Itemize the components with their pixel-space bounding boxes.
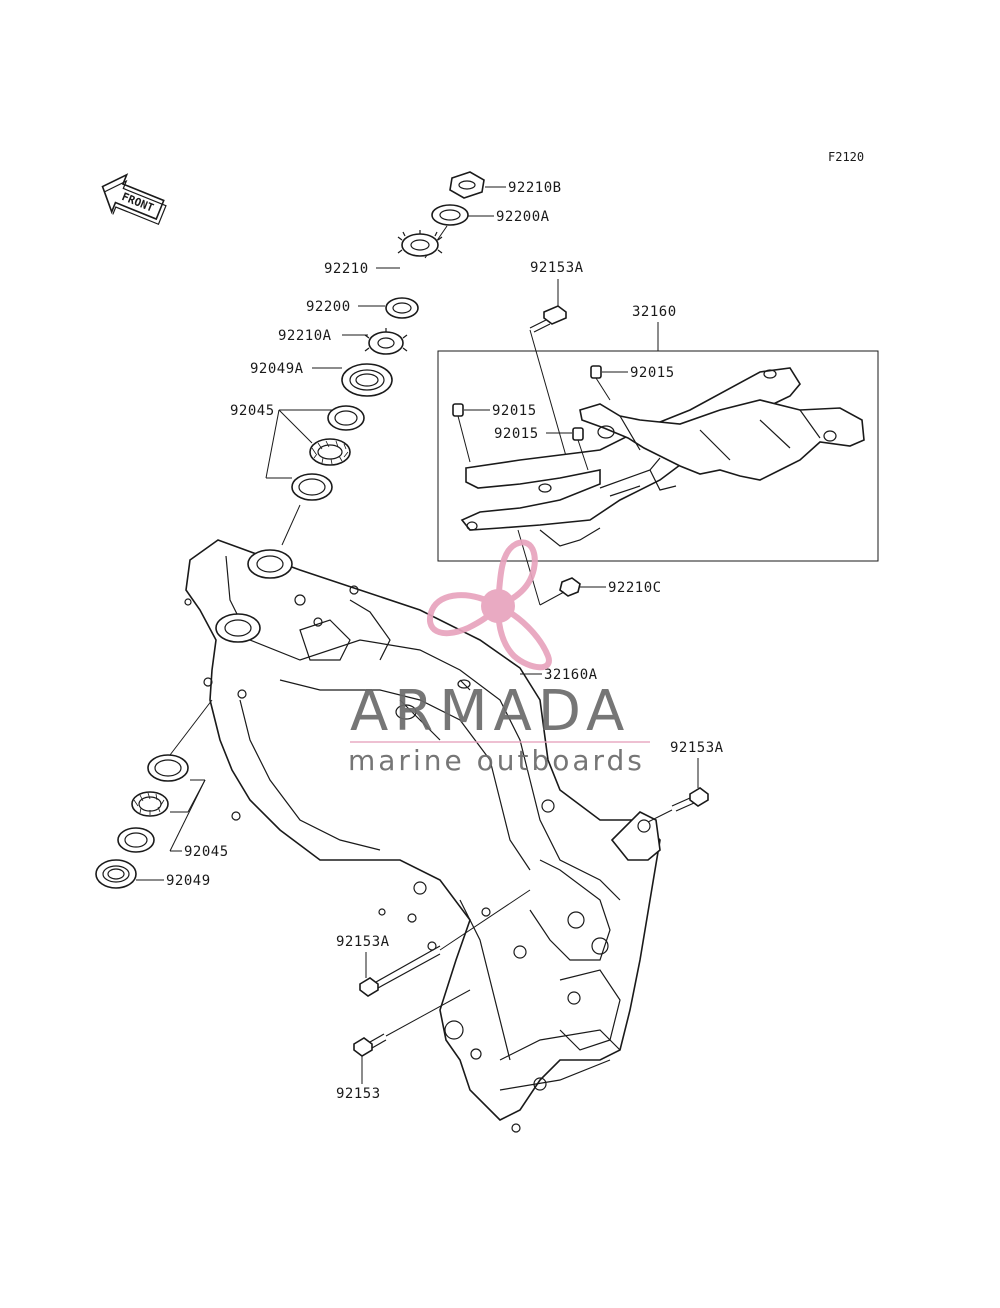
label-92045-lower: 92045	[184, 844, 229, 860]
label-92210B: 92210B	[508, 180, 562, 196]
bolt-92153A-left	[359, 945, 441, 997]
label-92153A-left: 92153A	[336, 934, 390, 950]
bolt-92153A-right	[671, 787, 709, 812]
label-92153: 92153	[336, 1086, 381, 1102]
bolt-92153A-top	[529, 305, 567, 333]
seal-92049	[95, 859, 137, 889]
label-92045-upper: 92045	[230, 403, 275, 419]
front-arrow-icon: FRONT	[101, 173, 167, 226]
subframe-32160	[460, 367, 865, 547]
bolt-92153	[353, 1033, 387, 1057]
label-32160: 32160	[632, 304, 677, 320]
label-92049: 92049	[166, 873, 211, 889]
watermark: ARMADA marine outboards	[348, 539, 650, 777]
figure-code: F2120	[828, 150, 864, 164]
label-92210A: 92210A	[278, 328, 332, 344]
label-92210C: 92210C	[608, 580, 662, 596]
label-92015-b: 92015	[492, 403, 537, 419]
bearing-set-lower-92045	[117, 754, 189, 853]
label-92200A: 92200A	[496, 209, 550, 225]
bushing-92015-a	[590, 365, 602, 379]
lockwasher-92200	[385, 297, 419, 319]
bearing-set-upper-92045	[291, 405, 365, 501]
washer-92200A	[431, 204, 469, 226]
label-92153A-right: 92153A	[670, 740, 724, 756]
propeller-logo-icon	[427, 539, 552, 671]
label-92015-a: 92015	[630, 365, 675, 381]
label-92015-c: 92015	[494, 426, 539, 442]
bushing-92015-b	[452, 403, 464, 417]
seal-92049A	[341, 363, 393, 397]
label-92049A: 92049A	[250, 361, 304, 377]
label-32160A: 32160A	[544, 667, 598, 683]
bushing-92015-c	[572, 427, 584, 441]
locknut-92210	[397, 230, 443, 257]
label-92200: 92200	[306, 299, 351, 315]
watermark-brand: ARMADA	[350, 679, 630, 744]
label-92210: 92210	[324, 261, 369, 277]
label-92153A-top: 92153A	[530, 260, 584, 276]
locknut-92210A	[364, 328, 408, 355]
nut-92210B	[449, 171, 485, 199]
watermark-tagline: marine outboards	[348, 744, 645, 777]
main-frame-32160A	[184, 539, 661, 1133]
nut-92210C	[559, 577, 581, 597]
